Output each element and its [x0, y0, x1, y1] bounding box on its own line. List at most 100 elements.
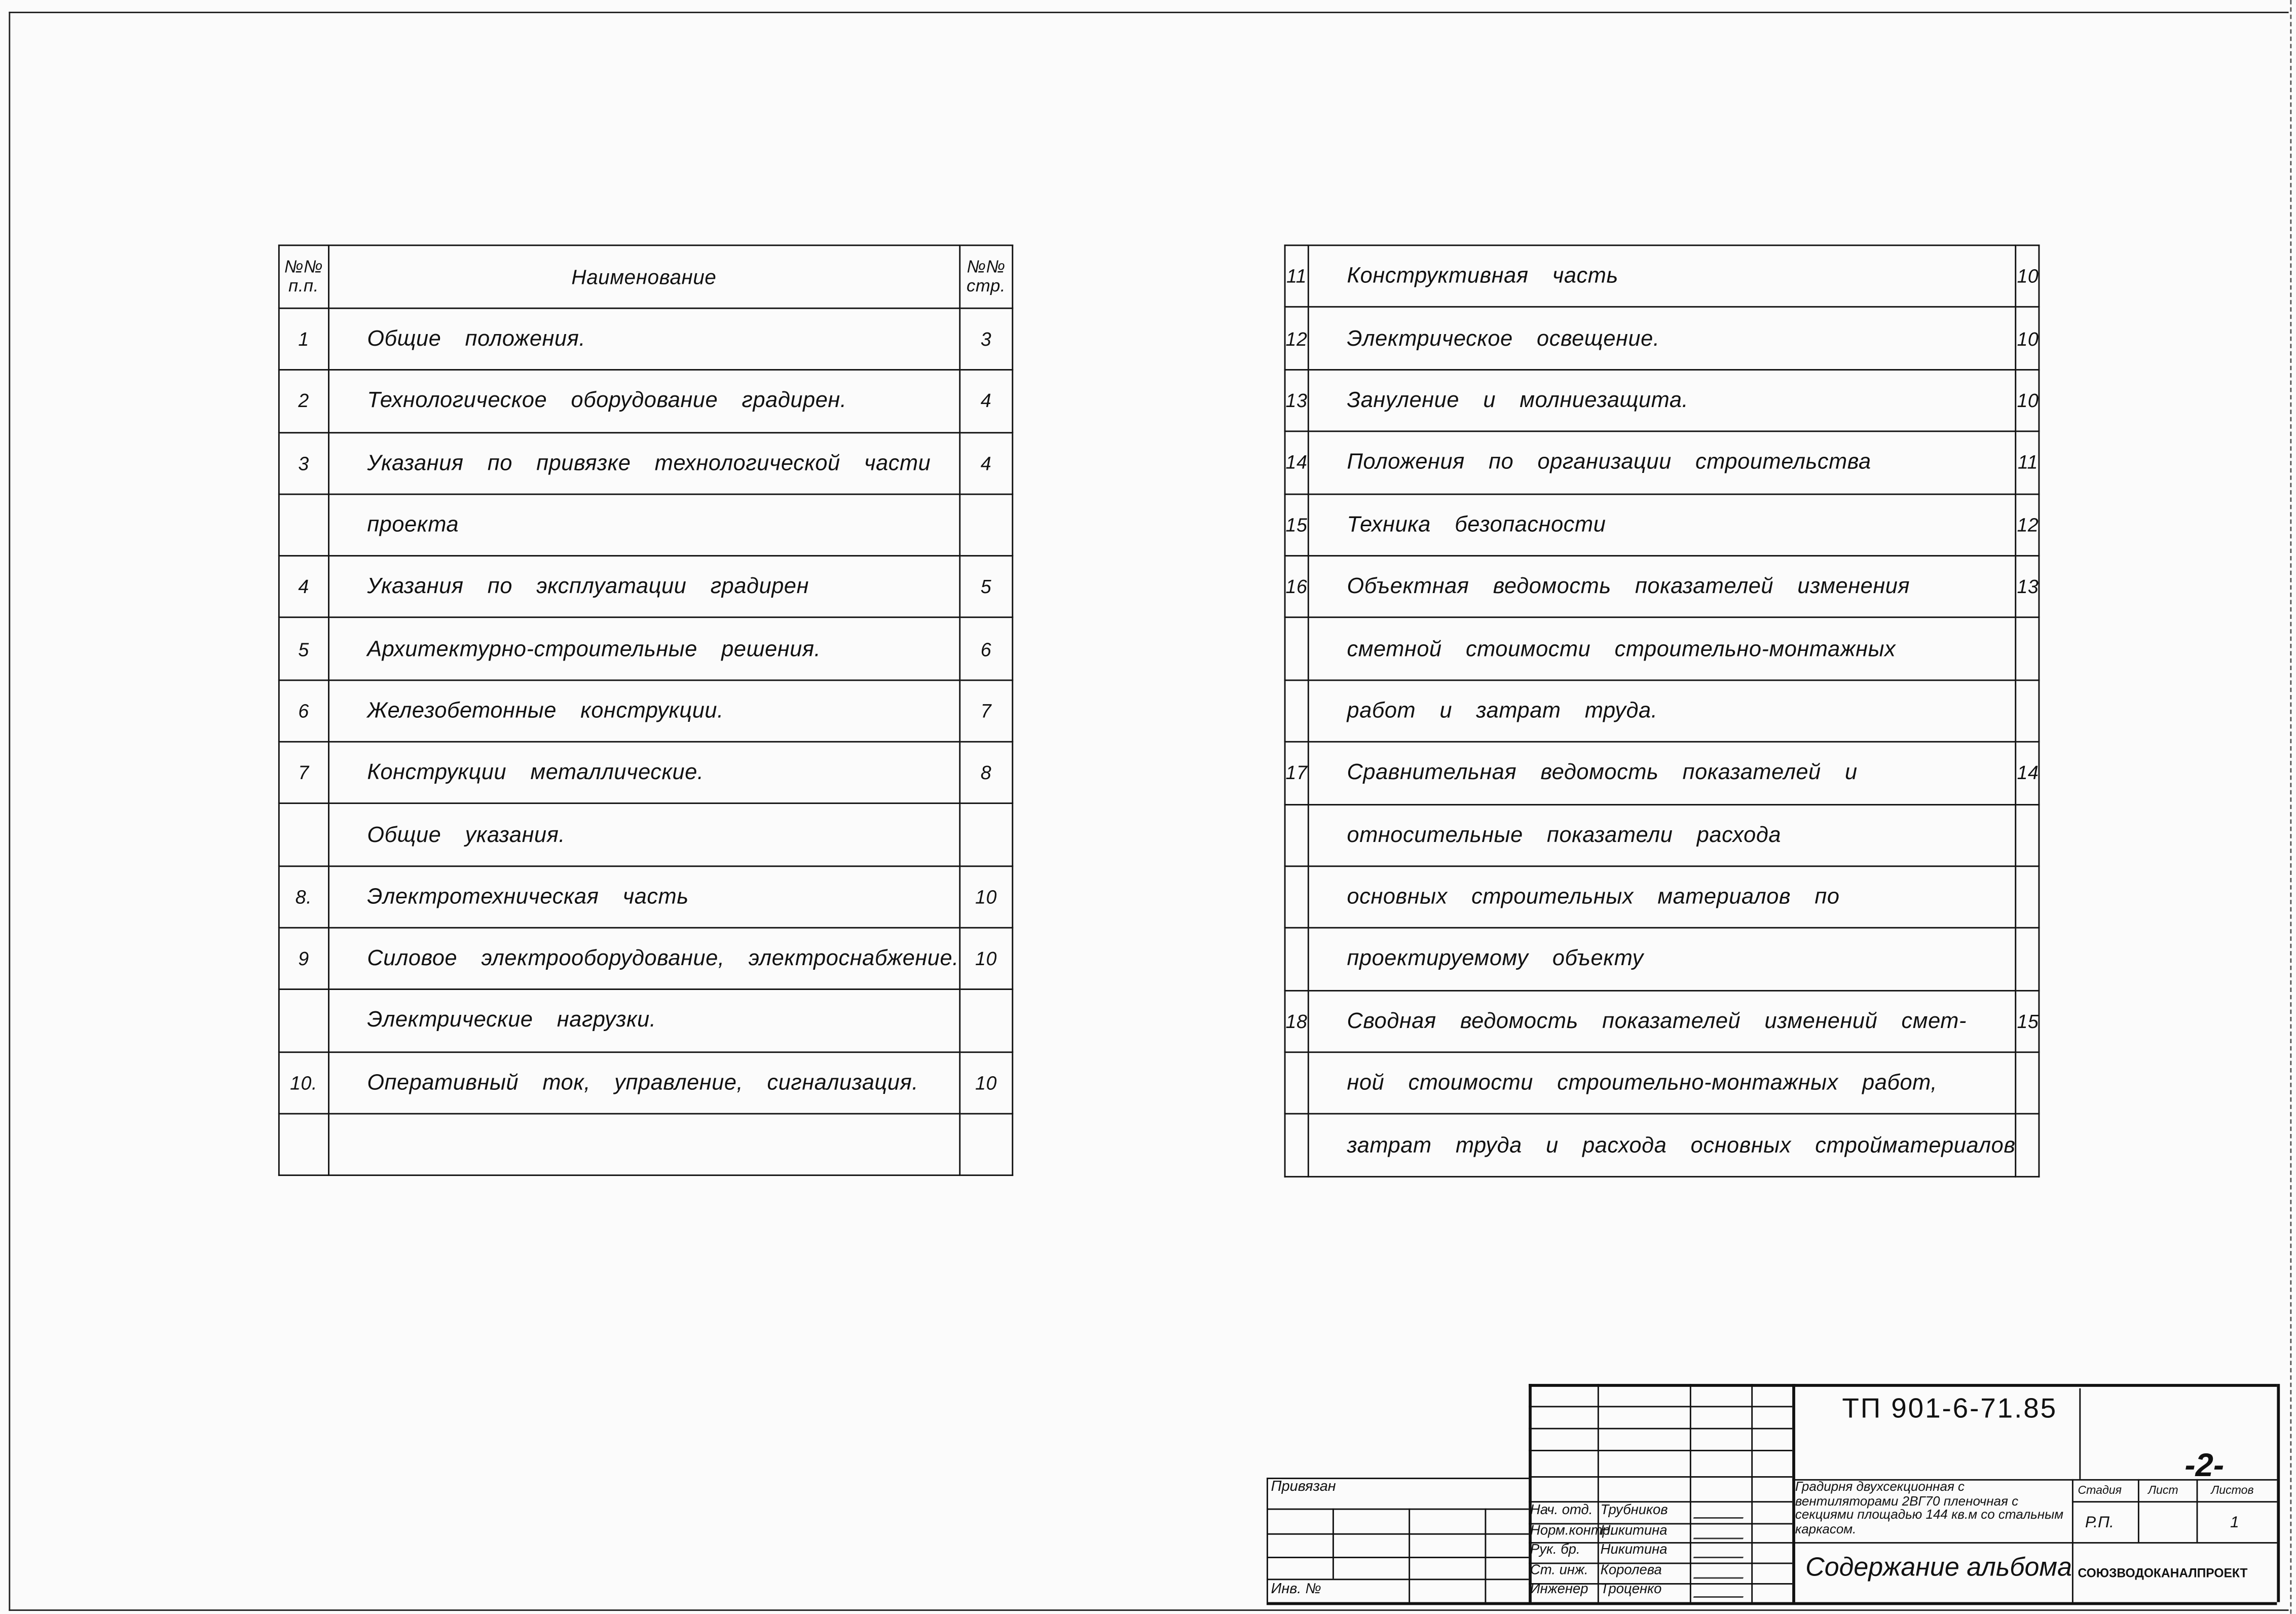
row-number: 3 [278, 431, 329, 495]
signature [1693, 1565, 1748, 1579]
row-number [1284, 617, 1309, 681]
row-title: Электрическое освещение. [1307, 306, 2017, 371]
header-num: №№ п.п. [278, 244, 329, 309]
signer-name: Королева [1600, 1562, 1662, 1579]
inv-no-label: Инв. № [1271, 1582, 1321, 1598]
sheet-label: Лист [2148, 1483, 2178, 1497]
row-number: 1 [278, 307, 329, 371]
row-title: Сводная ведомость показателей изменений … [1307, 989, 2017, 1053]
document-code: ТП 901-6-71.85 [1842, 1394, 2058, 1425]
cut-line [2290, 0, 2292, 1614]
row-title: сметной стоимости строительно-монтажных [1307, 617, 2017, 681]
row-title: Технологическое оборудование градирен. [327, 369, 960, 433]
row-title: Силовое электрооборудование, электроснаб… [327, 927, 960, 991]
row-number [1284, 803, 1309, 867]
row-number: 4 [278, 555, 329, 619]
table-row: ной стоимости строительно-монтажных рабо… [1284, 1051, 2041, 1115]
row-title: Электротехническая часть [327, 865, 960, 929]
row-title: проекта [327, 493, 960, 557]
row-number [1284, 1113, 1309, 1178]
row-title [327, 1113, 960, 1177]
row-page [2015, 803, 2041, 867]
sheet-value: 1 [2230, 1514, 2239, 1532]
signature [1693, 1505, 1748, 1519]
row-page: 10 [958, 1051, 1014, 1115]
row-title: Объектная ведомость показателей изменени… [1307, 555, 2017, 619]
row-page: 10 [958, 927, 1014, 991]
row-title: Конструктивная часть [1307, 244, 2017, 308]
row-number: 11 [1284, 244, 1309, 308]
row-page: 10 [2015, 244, 2041, 308]
row-page: 15 [2015, 989, 2041, 1053]
row-page: 10 [958, 865, 1014, 929]
row-number [278, 1113, 329, 1177]
project-description: Градирня двухсекционная с вентиляторами … [1795, 1479, 2064, 1536]
row-page: 7 [958, 679, 1014, 743]
row-title: проектируемому объекту [1307, 927, 2017, 991]
signer-role: Инженер [1530, 1582, 1588, 1599]
row-page: 11 [2015, 430, 2041, 495]
signature [1693, 1545, 1748, 1559]
row-number: 12 [1284, 306, 1309, 371]
sheet-title: Содержание альбома [1805, 1552, 2072, 1582]
organization-name: СОЮЗВОДОКАНАЛПРОЕКТ [2078, 1565, 2248, 1581]
row-number [1284, 1051, 1309, 1115]
table-row: основных строительных материалов по [1284, 865, 2041, 929]
row-number [278, 493, 329, 557]
row-title: Железобетонные конструкции. [327, 679, 960, 743]
row-number: 7 [278, 741, 329, 805]
row-title: Указания по привязке технологической час… [327, 431, 960, 495]
table-row: относительные показатели расхода [1284, 803, 2041, 867]
row-title: Архитектурно-строительные решения. [327, 617, 960, 681]
row-page: 12 [2015, 493, 2041, 557]
row-page [958, 1113, 1014, 1177]
row-title: Положения по организации строительства [1307, 430, 2017, 495]
row-number: 14 [1284, 430, 1309, 495]
row-number: 8. [278, 865, 329, 929]
row-number [278, 988, 329, 1052]
row-page [958, 803, 1014, 867]
signer-role: Нач. отд. [1530, 1502, 1593, 1519]
table-row: сметной стоимости строительно-монтажных [1284, 617, 2041, 681]
row-number: 9 [278, 927, 329, 991]
table-header: №№ п.п. Наименование №№ стр. [278, 244, 1014, 309]
row-page: 10 [2015, 369, 2041, 432]
header-name: Наименование [327, 244, 960, 309]
row-page: 4 [958, 431, 1014, 495]
row-title: Общие указания. [327, 803, 960, 867]
signature [1693, 1525, 1748, 1539]
row-number: 10. [278, 1051, 329, 1115]
row-number: 2 [278, 369, 329, 433]
signer-name: Никитина [1600, 1542, 1668, 1559]
row-page: 6 [958, 617, 1014, 681]
row-title: относительные показатели расхода [1307, 803, 2017, 867]
row-title: Техника безопасности [1307, 493, 2017, 557]
row-number: 17 [1284, 741, 1309, 805]
row-number [1284, 927, 1309, 991]
table-row: затрат труда и расхода основных строймат… [1284, 1113, 2041, 1178]
stage-value: Р.П. [2085, 1514, 2114, 1532]
privyazan-label: Привязан [1271, 1479, 1336, 1495]
table-row: Общие указания. [278, 803, 1014, 867]
row-page: 8 [958, 741, 1014, 805]
sheets-label: Листов [2211, 1483, 2254, 1497]
row-page: 14 [2015, 741, 2041, 805]
table-row: Электрические нагрузки. [278, 988, 1014, 1052]
row-page [2015, 617, 2041, 681]
row-title: работ и затрат труда. [1307, 679, 2017, 743]
row-title: основных строительных материалов по [1307, 865, 2017, 929]
row-page [2015, 1113, 2041, 1178]
